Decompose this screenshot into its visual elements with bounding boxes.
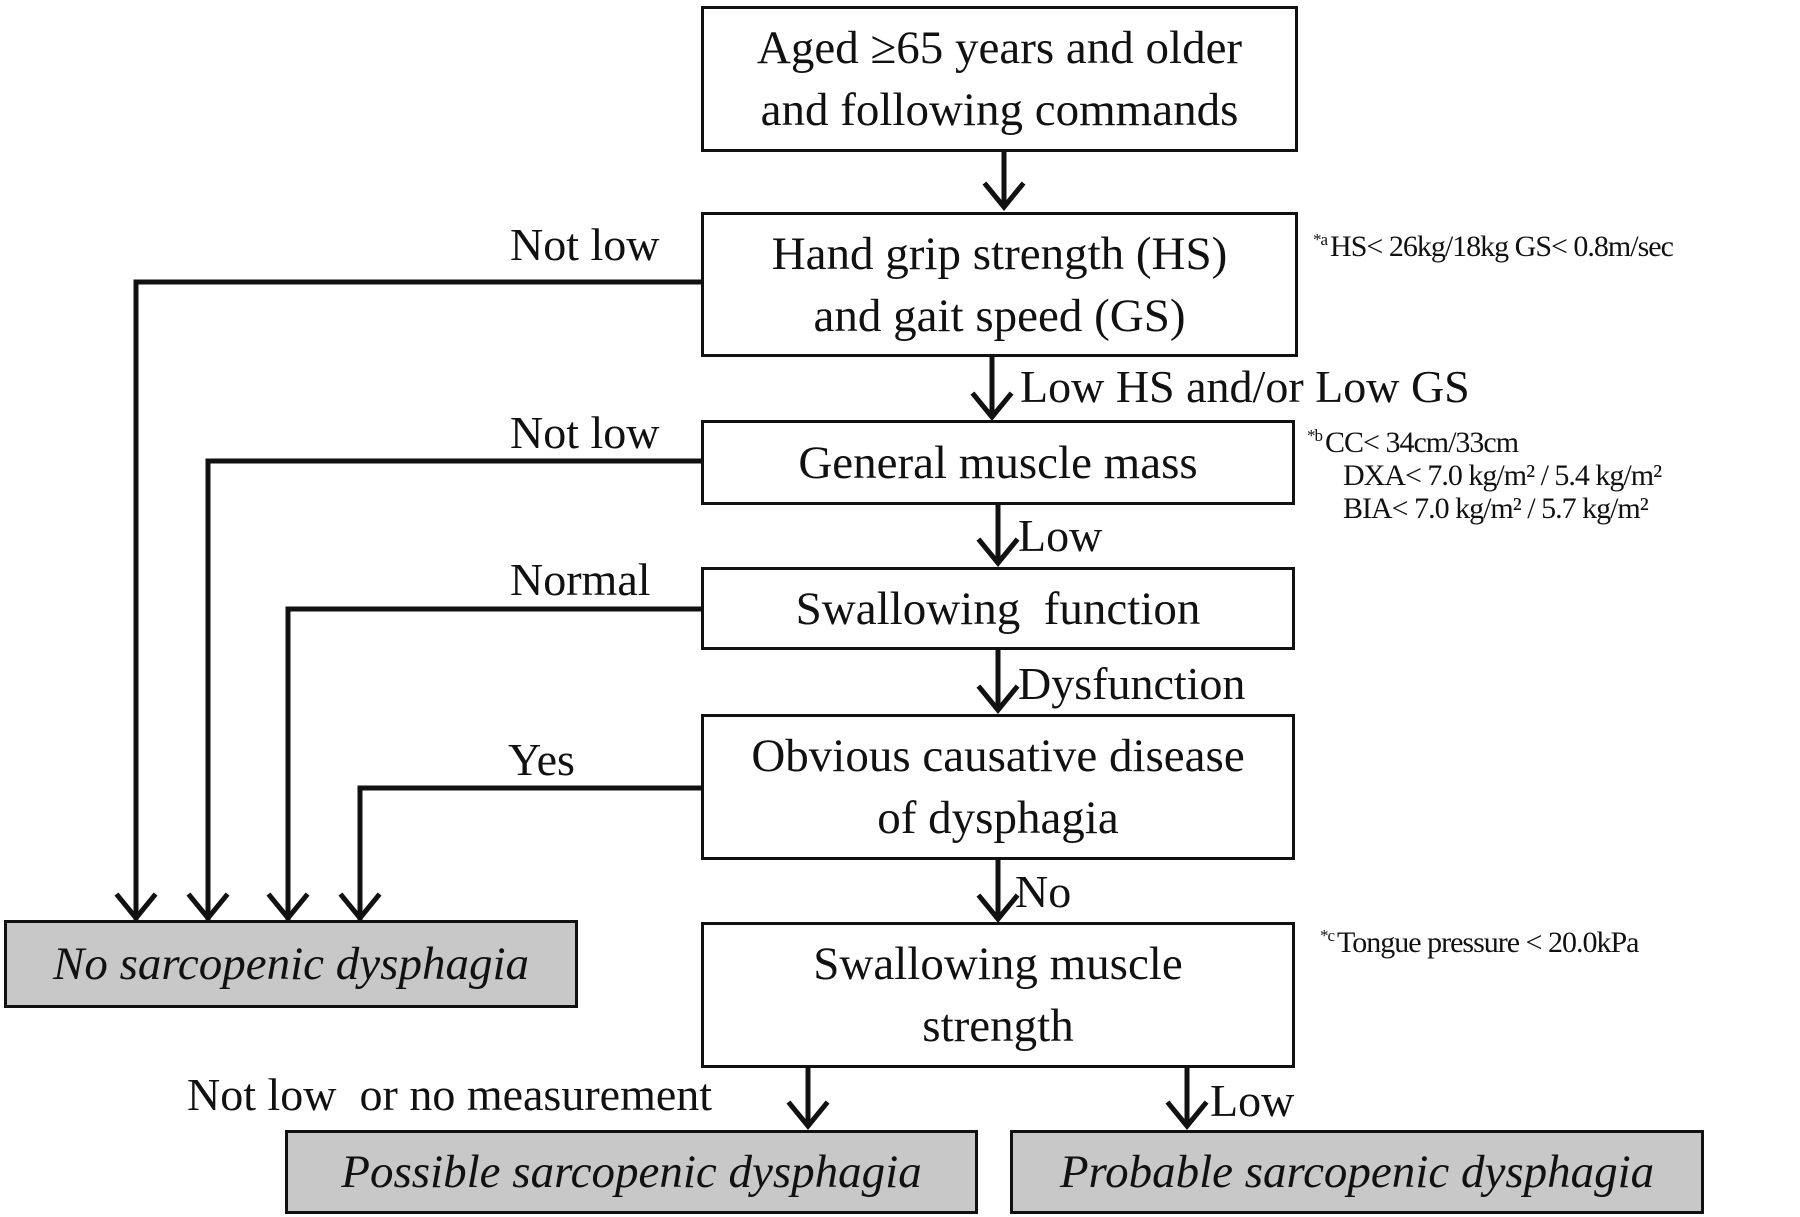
label-swallow-normal: Normal (510, 554, 651, 605)
label-mass-not-low: Not low (510, 407, 660, 458)
arrowhead (186, 892, 230, 922)
label-mass-low: Low (1018, 510, 1103, 561)
footnote-marker: *c (1320, 926, 1335, 945)
box-text: of dysphagia (877, 792, 1119, 844)
arrowhead (976, 893, 1020, 923)
box-text: Aged ≥65 years and older (756, 22, 1243, 74)
box-swallowing-muscle-strength: Swallowing muscle strength (701, 922, 1295, 1068)
arrow-grip-not-low (133, 279, 704, 921)
label-grip-low: Low HS and/or Low GS (1020, 361, 1470, 412)
arrowhead (114, 892, 158, 922)
outcome-text: No sarcopenic dysphagia (52, 938, 530, 990)
label-disease-no: No (1015, 866, 1072, 917)
note-line: BIA< 7.0 kg/m² / 5.7 kg/m² (1343, 492, 1649, 525)
label-disease-yes: Yes (508, 734, 575, 785)
box-muscle-mass: General muscle mass (701, 420, 1295, 505)
footnote-marker: *b (1307, 426, 1323, 445)
arrowhead (970, 391, 1014, 421)
arrowhead (976, 537, 1020, 567)
arrow-disease-yes (357, 785, 704, 921)
box-age-criteria: Aged ≥65 years and older and following c… (701, 6, 1298, 152)
box-text: Swallowing function (795, 582, 1201, 635)
footnote-marker: *a (1313, 230, 1328, 249)
note-line: Tongue pressure < 20.0kPa (1337, 926, 1639, 959)
box-text: Hand grip strength (HS) (771, 227, 1228, 280)
outcome-possible-sarcopenic-dysphagia: Possible sarcopenic dysphagia (285, 1130, 978, 1214)
label-grip-not-low: Not low (510, 219, 660, 270)
note-line: DXA< 7.0 kg/m² / 5.4 kg/m² (1343, 459, 1662, 492)
outcome-text: Possible sarcopenic dysphagia (341, 1146, 922, 1198)
arrowhead (982, 181, 1026, 211)
box-text: Obvious causative disease (751, 730, 1245, 782)
arrowhead (266, 892, 310, 922)
box-text: strength (922, 1000, 1074, 1052)
arrowhead (338, 892, 382, 922)
box-causative-disease: Obvious causative disease of dysphagia (701, 714, 1295, 860)
box-text: General muscle mass (798, 436, 1198, 489)
label-tongue-low: Low (1210, 1075, 1295, 1126)
label-swallow-dysfunction: Dysfunction (1018, 658, 1246, 709)
arrowhead (1165, 1100, 1209, 1130)
note-line: HS< 26kg/18kg GS< 0.8m/sec (1330, 230, 1674, 263)
outcome-probable-sarcopenic-dysphagia: Probable sarcopenic dysphagia (1010, 1130, 1704, 1214)
outcome-no-sarcopenic-dysphagia: No sarcopenic dysphagia (4, 920, 578, 1008)
outcome-text: Probable sarcopenic dysphagia (1059, 1146, 1655, 1198)
arrow-mass-not-low (205, 458, 704, 921)
box-text: and following commands (760, 84, 1239, 136)
label-tongue-not-low: Not low or no measurement (187, 1069, 713, 1120)
box-grip-gait: Hand grip strength (HS) and gait speed (… (701, 212, 1298, 357)
arrowhead (976, 684, 1020, 714)
arrowhead (786, 1100, 830, 1130)
note-line: CC< 34cm/33cm (1325, 426, 1519, 459)
box-swallowing-function: Swallowing function (701, 567, 1295, 650)
arrow-swallow-normal (285, 606, 704, 921)
box-text: Swallowing muscle (813, 938, 1183, 990)
box-text: and gait speed (GS) (813, 289, 1186, 342)
